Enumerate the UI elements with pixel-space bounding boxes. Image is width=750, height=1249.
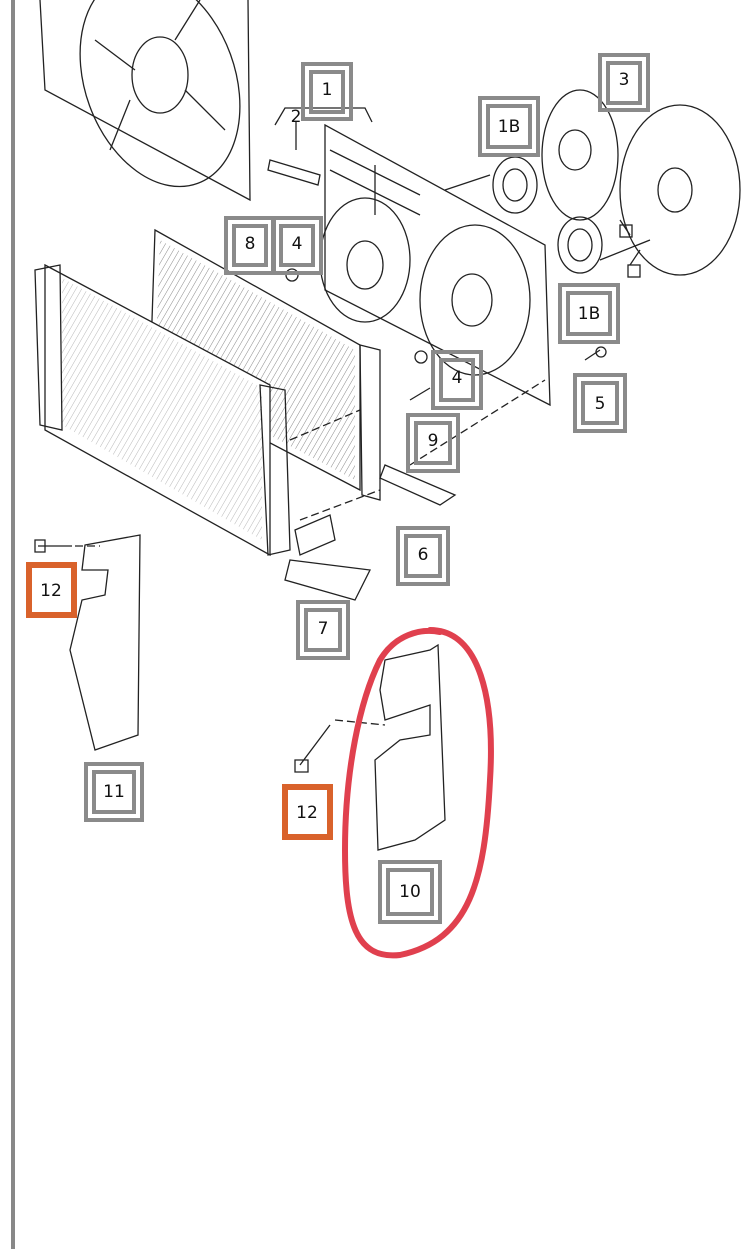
callout-1b-top: 1B [498, 117, 520, 137]
air-duct-part-11 [69, 534, 141, 751]
callout-9: 9 [428, 431, 439, 451]
callout-11: 11 [103, 782, 125, 802]
air-duct-part-10 [374, 643, 446, 851]
callout-12-mid: 12 [296, 803, 318, 823]
callout-10: 10 [399, 882, 421, 902]
callout-3: 3 [619, 70, 630, 90]
callout-2: 2 [291, 107, 302, 127]
callout-7: 7 [318, 619, 329, 639]
callout-6: 6 [418, 545, 429, 565]
callout-8: 8 [245, 234, 256, 254]
callout-1: 1 [322, 80, 333, 100]
red-circle-annotation [341, 627, 494, 959]
label-strip-part-2 [267, 107, 373, 186]
callout-1b-bottom: 1B [578, 304, 600, 324]
page-border [11, 0, 15, 1249]
callout-5: 5 [595, 394, 606, 414]
callout-12-left: 12 [40, 581, 62, 601]
radiator-and-condenser [34, 228, 381, 557]
callout-4-top: 4 [292, 234, 303, 254]
callout-4-mid: 4 [452, 368, 463, 388]
fan-shroud-assembly-top [39, 0, 251, 202]
